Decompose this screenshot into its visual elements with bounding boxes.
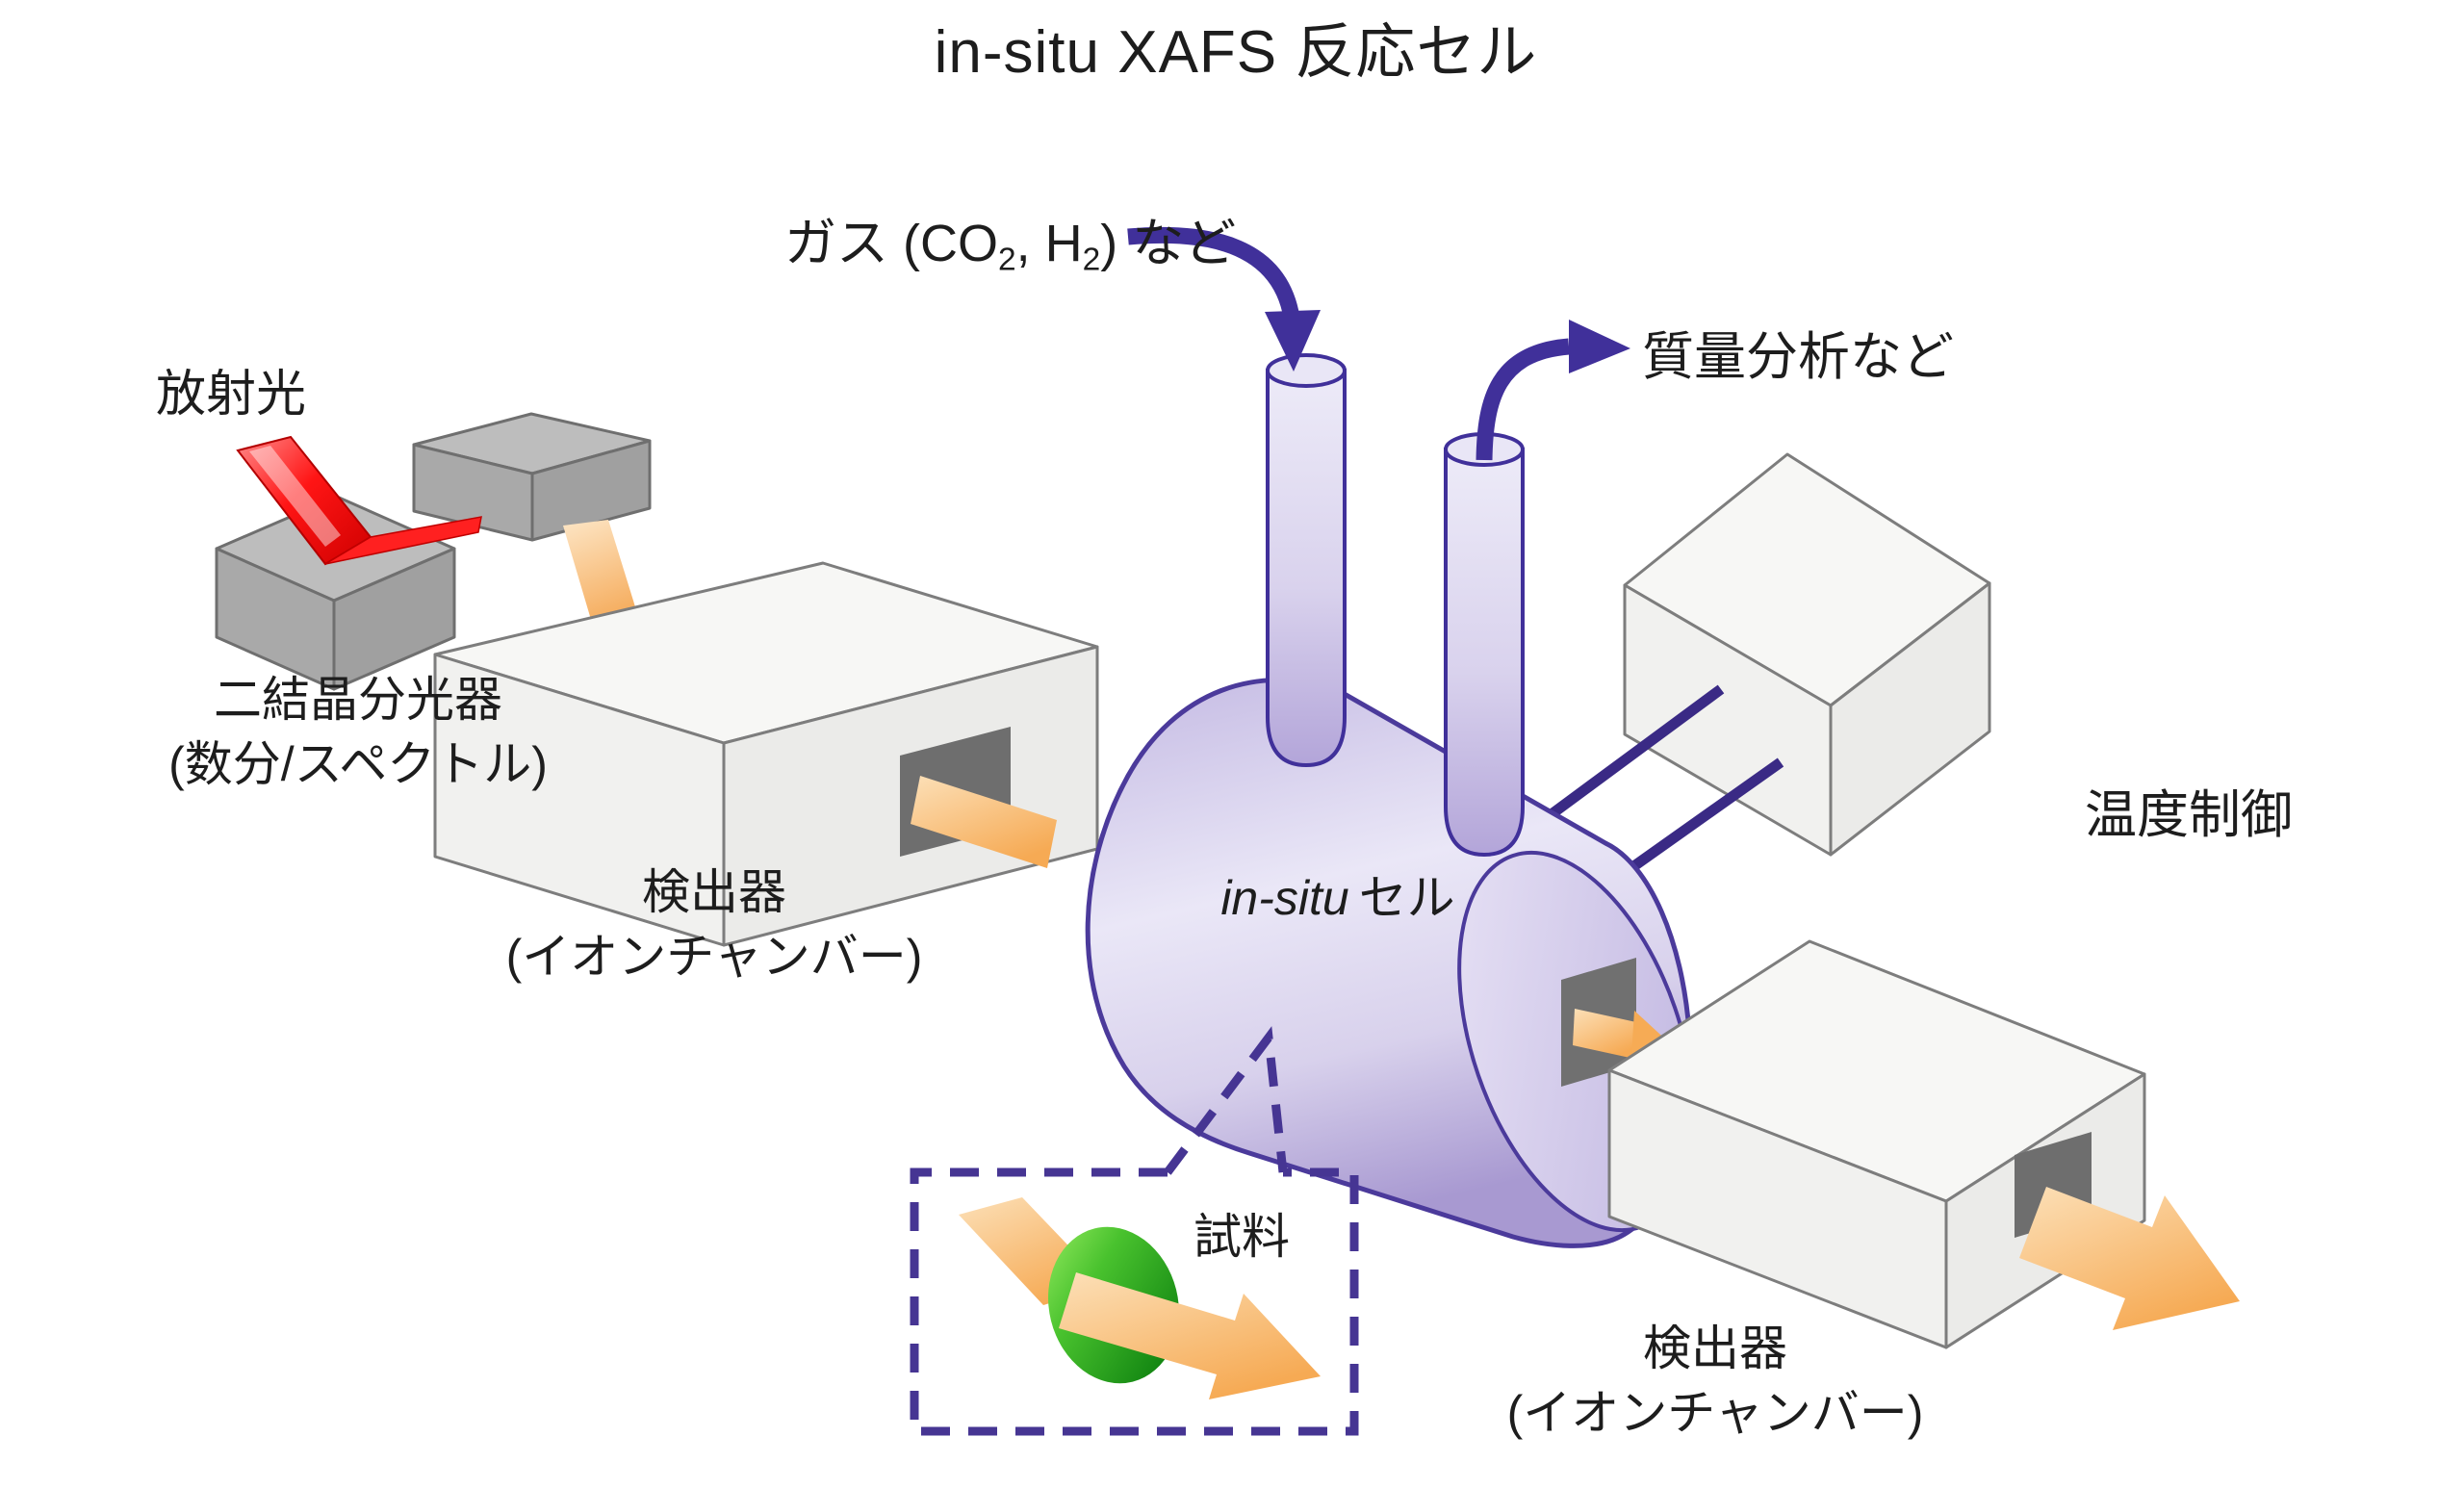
temperature-label: 温度制御 [2085, 786, 2293, 844]
gas-inlet-label: ガス (CO2, H2) など [784, 215, 1237, 278]
gas-inlet-tube [1266, 353, 1347, 768]
sample-label: 試料 [1194, 1210, 1290, 1264]
monochromator-label: 二結晶分光器 (数分/スペクトル) [168, 673, 548, 791]
transmitted-beam-arrow [2019, 1187, 2240, 1330]
detector-left-label: 検出器 (イオンチャンバー) [505, 865, 923, 984]
detector-right-label: 検出器 (イオンチャンバー) [1506, 1321, 1924, 1440]
xray-beam-into-cell [911, 776, 1057, 868]
synchrotron-label: 放射光 [156, 367, 307, 423]
synchrotron-beam [236, 435, 482, 566]
gas-outlet-tube [1444, 432, 1525, 858]
mass-analysis-label: 質量分析など [1642, 328, 1954, 386]
temperature-controller-box [1623, 452, 1991, 857]
gas-inlet-arrow [1127, 226, 1321, 372]
sample-beam-exit-arrow [1059, 1272, 1321, 1399]
gas-outlet-arrow [1476, 320, 1630, 461]
sample-callout-box [910, 1026, 1359, 1436]
page-title: in-situ XAFS 反応セル [934, 19, 1538, 86]
monochromator-crystal-upper [412, 412, 652, 542]
